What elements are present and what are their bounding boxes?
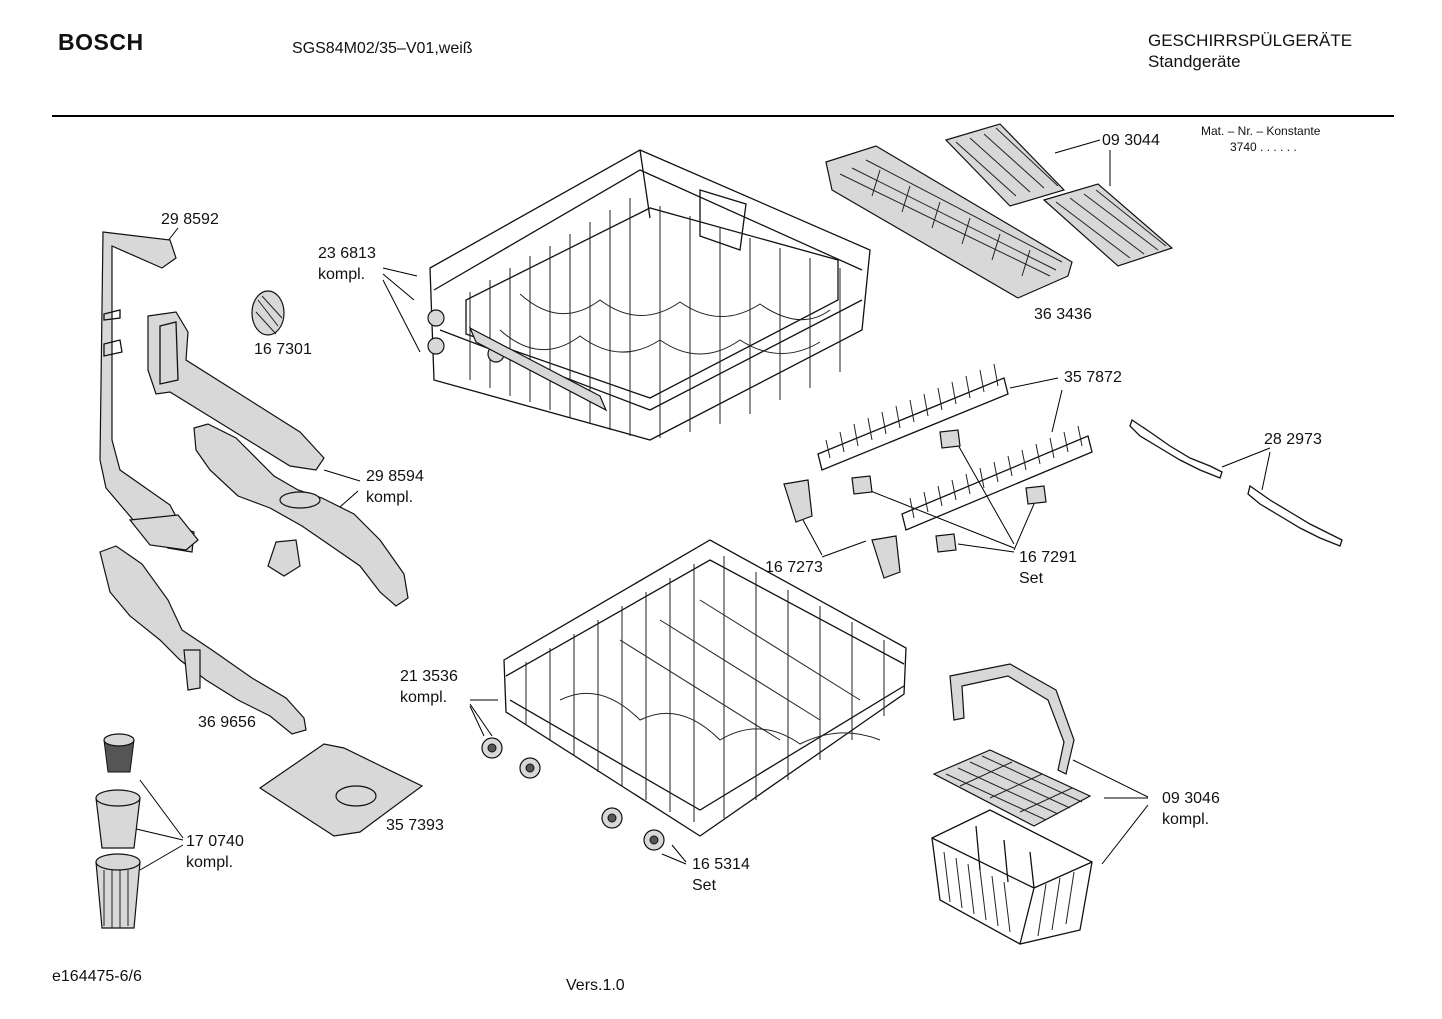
micro-filter-set	[95, 733, 141, 929]
header-divider	[52, 115, 1394, 117]
part-label-213536-note: kompl.	[400, 689, 448, 706]
part-label-167301: 16 7301	[254, 341, 312, 358]
upper-basket	[427, 149, 871, 441]
spray-pipe-assembly	[99, 231, 199, 553]
tine-rows	[817, 363, 1093, 531]
version-label: Vers.1.0	[566, 977, 625, 994]
mat-nr-label: Mat. – Nr. – Konstante	[1201, 124, 1321, 138]
part-label-357872: 35 7872	[1064, 369, 1122, 386]
document-id: e164475-6/6	[52, 968, 142, 985]
part-label-236813: 23 6813	[318, 245, 376, 262]
upper-spray-arm	[147, 311, 325, 471]
part-label-357393: 35 7393	[386, 817, 444, 834]
part-label-369656: 36 9656	[198, 714, 256, 731]
folding-spikes	[1129, 418, 1343, 547]
part-label-298592: 29 8592	[161, 211, 219, 228]
brand-logo: BOSCH	[58, 29, 144, 55]
part-label-093044: 09 3044	[1102, 132, 1160, 149]
part-label-167291-note: Set	[1019, 570, 1044, 587]
part-label-170740-note: kompl.	[186, 854, 234, 871]
part-label-093046: 09 3046	[1162, 790, 1220, 807]
fine-filter	[258, 743, 424, 837]
cutlery-drawer	[825, 145, 1073, 299]
subcategory-title: Standgeräte	[1148, 52, 1241, 71]
part-label-282973: 28 2973	[1264, 431, 1322, 448]
part-label-167273: 16 7273	[765, 559, 823, 576]
lower-basket	[481, 539, 907, 851]
part-label-298594-note: kompl.	[366, 489, 414, 506]
part-label-298594: 29 8594	[366, 468, 424, 485]
cutlery-basket	[931, 663, 1093, 945]
part-label-170740: 17 0740	[186, 833, 244, 850]
part-label-167291: 16 7291	[1019, 549, 1077, 566]
part-label-213536: 21 3536	[400, 668, 458, 685]
lower-spray-arm	[99, 545, 307, 735]
category-title: GESCHIRRSPÜLGERÄTE	[1148, 31, 1353, 50]
rack-clips	[783, 429, 1047, 579]
model-number: SGS84M02/35–V01,weiß	[292, 40, 473, 57]
mat-nr-value: 3740 . . . . . .	[1230, 140, 1297, 154]
middle-spray-arm	[193, 423, 409, 607]
part-label-093046-note: kompl.	[1162, 811, 1210, 828]
strainer-cap	[267, 539, 301, 577]
cup-racks	[944, 123, 1174, 267]
part-label-165314-note: Set	[692, 877, 717, 894]
spray-arm-part	[251, 290, 285, 336]
part-label-165314: 16 5314	[692, 856, 750, 873]
part-label-363436: 36 3436	[1034, 306, 1092, 323]
part-label-236813-note: kompl.	[318, 266, 366, 283]
